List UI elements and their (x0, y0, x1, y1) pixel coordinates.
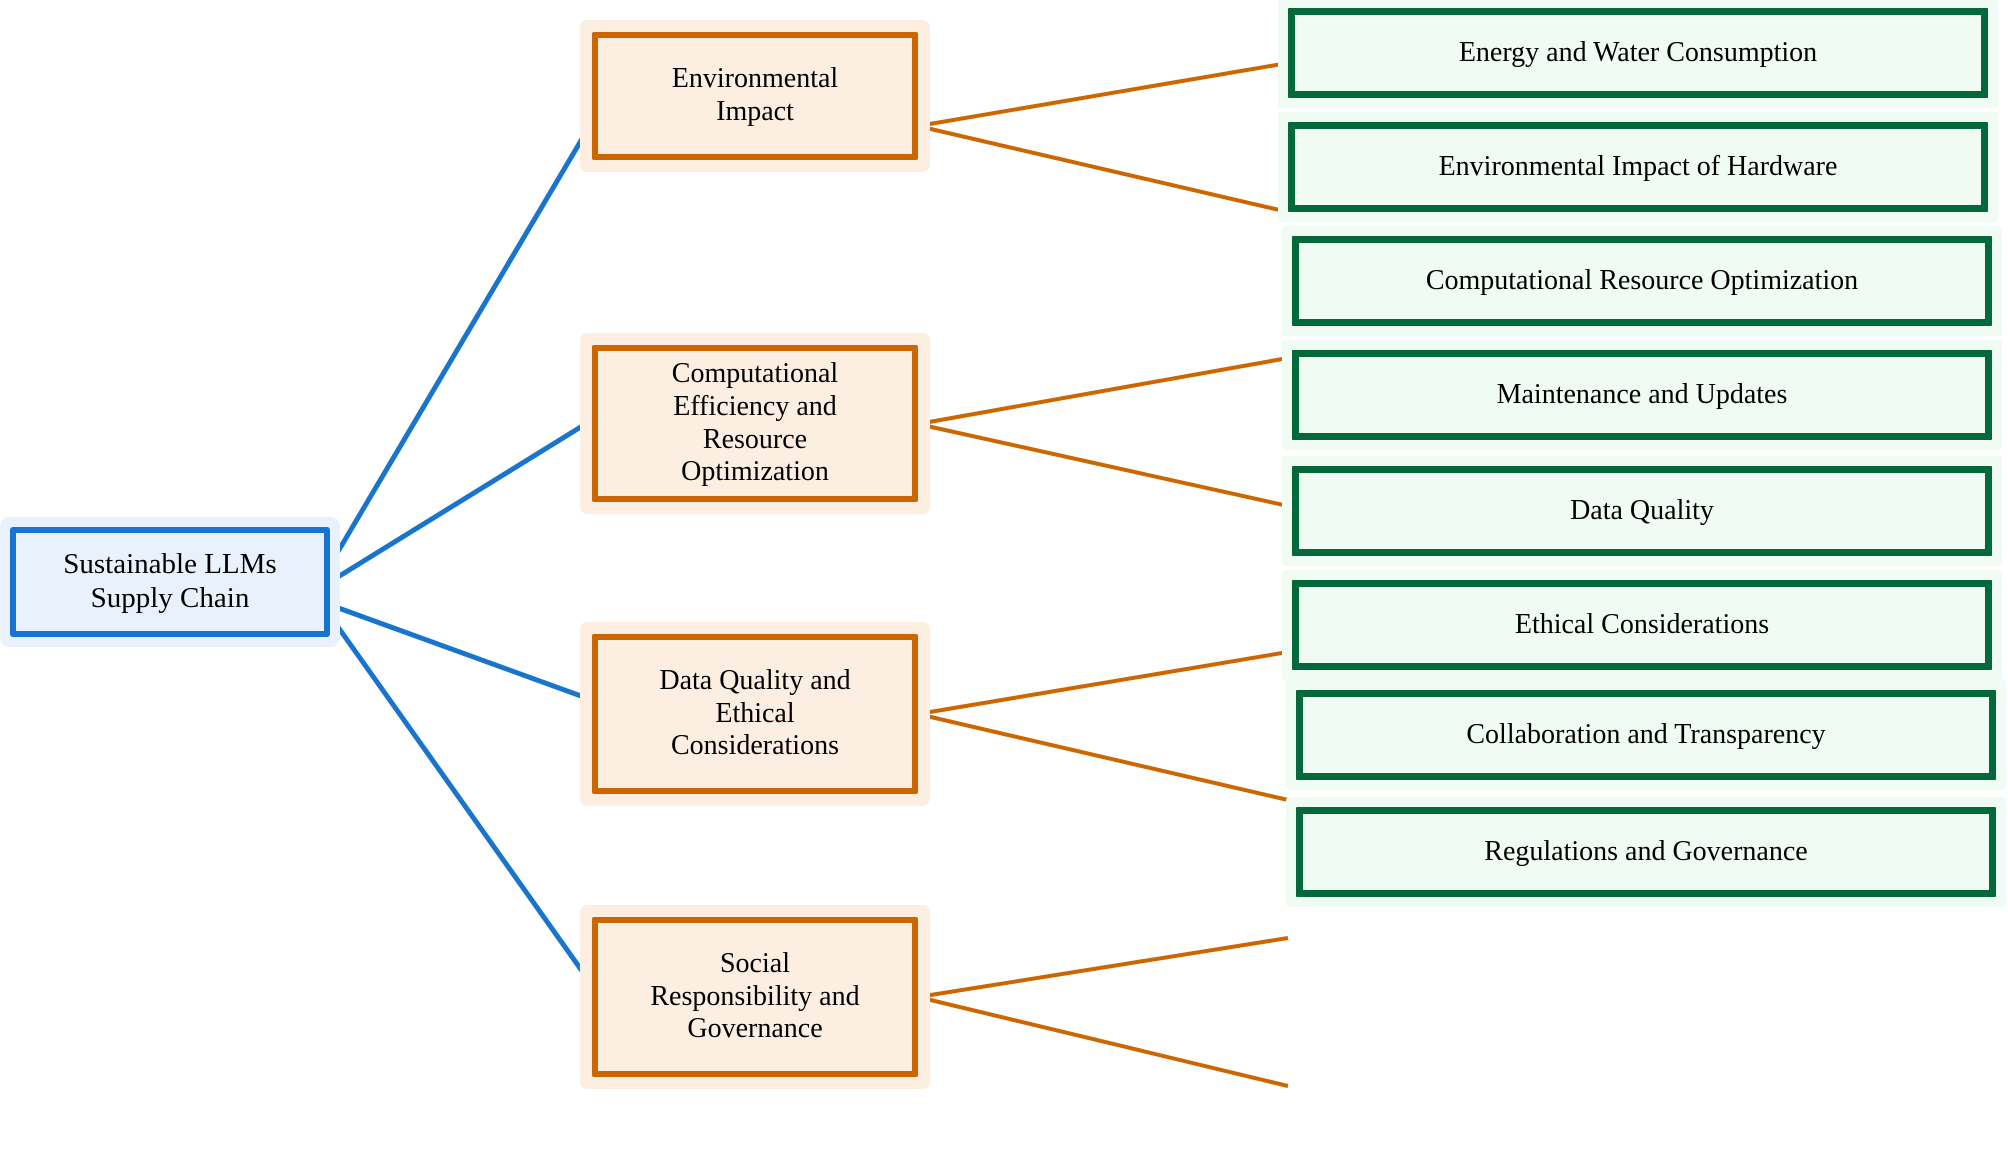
leaf-node-ethical-considerations[interactable]: Ethical Considerations (1292, 580, 1992, 670)
leaf-node-energy-and-water-consumption[interactable]: Energy and Water Consumption (1288, 8, 1988, 98)
category-node-computational-efficiency-and-resource-optimization[interactable]: Computational Efficiency and Resource Op… (592, 345, 918, 502)
edge-root-to-environmental-impact (330, 120, 595, 562)
category-node-label: Computational Efficiency and Resource Op… (671, 358, 839, 488)
category-node-label: Data Quality and Ethical Considerations (659, 664, 851, 762)
category-node-label: Social Responsibility and Governance (650, 947, 860, 1045)
edge-environmental-impact-to-energy-and-water-consumption (917, 61, 1289, 128)
leaf-node-label: Environmental Impact of Hardware (1438, 150, 1838, 182)
leaf-node-label: Computational Resource Optimization (1425, 264, 1859, 296)
leaf-node-label: Energy and Water Consumption (1458, 36, 1818, 68)
category-node-social-responsibility-and-governance[interactable]: Social Responsibility and Governance (592, 917, 918, 1077)
category-node-data-quality-and-ethical-considerations[interactable]: Data Quality and Ethical Considerations (592, 634, 918, 794)
edge-root-to-social-responsibility (330, 618, 595, 987)
edge-computational-efficiency-to-computational-resource-optimization (917, 356, 1289, 426)
category-node-environmental-impact[interactable]: Environmental Impact (592, 32, 918, 160)
leaf-node-label: Ethical Considerations (1514, 608, 1770, 640)
edge-social-responsibility-to-collaboration-and-transparency (917, 936, 1289, 999)
edge-root-to-computational-efficiency (331, 417, 594, 583)
leaf-node-label: Data Quality (1570, 494, 1714, 526)
root-node-sustainable-llms-supply-chain[interactable]: Sustainable LLMs Supply Chain (10, 527, 330, 637)
edge-root-to-data-quality (332, 603, 593, 703)
edge-data-quality-to-ethical-considerations (917, 712, 1289, 802)
category-node-label: Environmental Impact (671, 63, 839, 127)
leaf-node-label: Collaboration and Transparency (1466, 718, 1826, 750)
leaf-node-maintenance-and-updates[interactable]: Maintenance and Updates (1292, 350, 1992, 440)
leaf-node-environmental-impact-of-hardware[interactable]: Environmental Impact of Hardware (1288, 122, 1988, 212)
edge-computational-efficiency-to-maintenance-and-updates (917, 422, 1289, 508)
leaf-node-computational-resource-optimization[interactable]: Computational Resource Optimization (1292, 236, 1992, 326)
leaf-node-label: Maintenance and Updates (1496, 378, 1788, 410)
leaf-node-regulations-and-governance[interactable]: Regulations and Governance (1296, 807, 1996, 897)
edge-environmental-impact-to-environmental-impact-of-hardware (917, 124, 1289, 214)
leaf-node-data-quality[interactable]: Data Quality (1292, 466, 1992, 556)
leaf-node-collaboration-and-transparency[interactable]: Collaboration and Transparency (1296, 690, 1996, 780)
edge-social-responsibility-to-regulations-and-governance (917, 995, 1289, 1088)
edge-data-quality-to-data-quality-leaf (917, 650, 1289, 716)
root-node-label: Sustainable LLMs Supply Chain (63, 548, 277, 614)
leaf-node-label: Regulations and Governance (1484, 835, 1808, 867)
